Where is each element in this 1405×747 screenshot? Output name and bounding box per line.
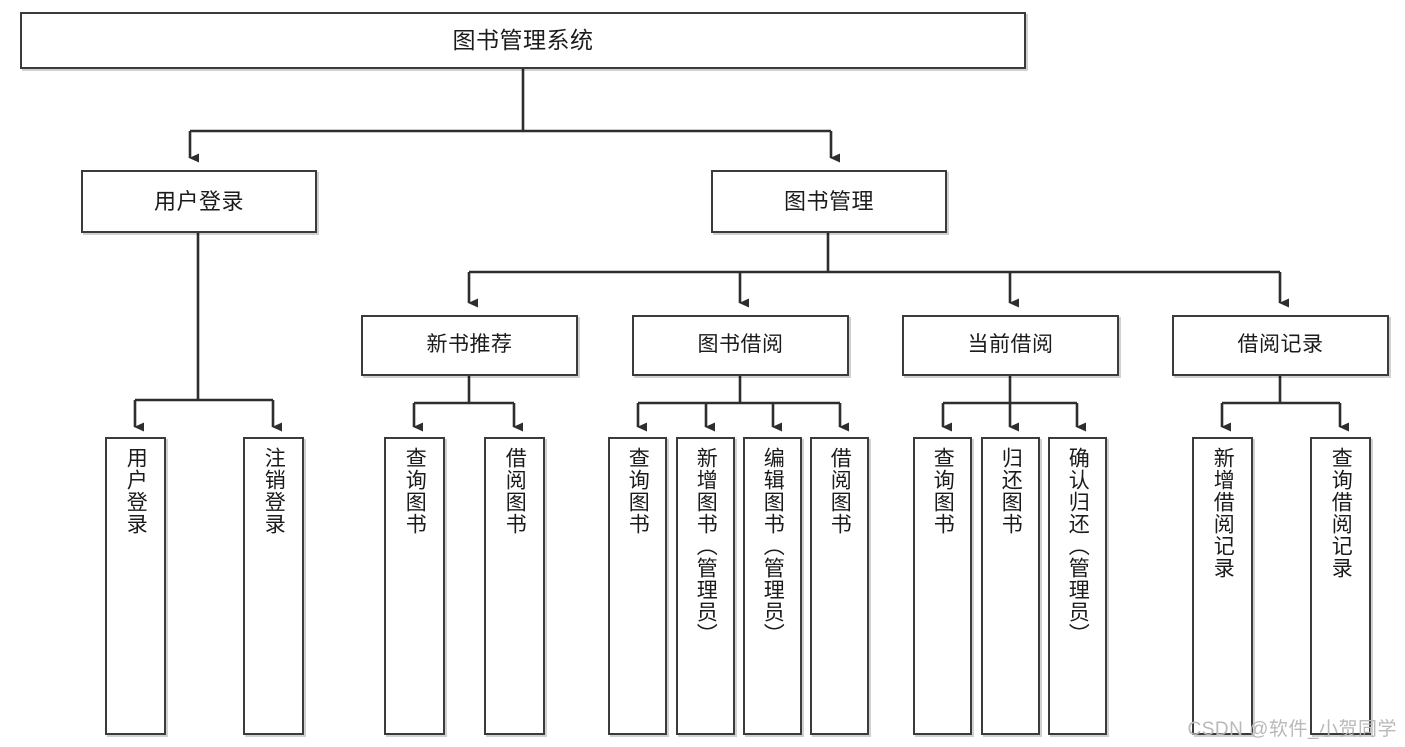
node-leaf-add-book[interactable]: 新增图书（管理员） [676, 437, 735, 735]
node-label: 查询图书 [626, 447, 650, 535]
node-label: 确认归还（管理员） [1066, 447, 1090, 645]
node-leaf-query-book-2[interactable]: 查询图书 [608, 437, 667, 735]
node-book-manage[interactable]: 图书管理 [711, 170, 947, 233]
node-label: 查询图书 [403, 447, 427, 535]
node-new-book-recommend[interactable]: 新书推荐 [361, 315, 578, 376]
node-leaf-query-book-3[interactable]: 查询图书 [913, 437, 972, 735]
node-label: 借阅图书 [503, 447, 527, 535]
node-label: 新增借阅记录 [1211, 447, 1235, 579]
node-leaf-query-book-1[interactable]: 查询图书 [384, 437, 445, 735]
node-leaf-logout-login[interactable]: 注销登录 [243, 437, 304, 735]
node-label: 当前借阅 [967, 333, 1054, 357]
node-label: 查询图书 [931, 447, 955, 535]
node-label: 注销登录 [262, 447, 286, 535]
node-label: 用户登录 [124, 447, 148, 535]
node-leaf-user-login[interactable]: 用户登录 [105, 437, 166, 735]
node-leaf-add-record[interactable]: 新增借阅记录 [1192, 437, 1253, 735]
node-label: 查询借阅记录 [1329, 447, 1353, 579]
node-label: 新增图书（管理员） [694, 447, 718, 645]
node-label: 用户登录 [153, 188, 244, 214]
node-user-login[interactable]: 用户登录 [81, 170, 317, 233]
node-label: 借阅记录 [1237, 333, 1324, 357]
node-label: 图书管理 [783, 188, 874, 214]
node-label: 图书借阅 [697, 333, 784, 357]
node-label: 图书管理系统 [452, 27, 594, 54]
node-current-borrow[interactable]: 当前借阅 [902, 315, 1119, 376]
node-root-book-management-system[interactable]: 图书管理系统 [20, 12, 1026, 69]
node-borrow-record[interactable]: 借阅记录 [1172, 315, 1389, 376]
node-label: 归还图书 [999, 447, 1023, 535]
node-leaf-edit-book[interactable]: 编辑图书（管理员） [743, 437, 802, 735]
node-leaf-borrow-book-2[interactable]: 借阅图书 [810, 437, 869, 735]
node-label: 借阅图书 [828, 447, 852, 535]
node-label: 编辑图书（管理员） [761, 447, 785, 645]
node-leaf-confirm-return[interactable]: 确认归还（管理员） [1048, 437, 1107, 735]
node-leaf-return-book[interactable]: 归还图书 [981, 437, 1040, 735]
node-leaf-query-record[interactable]: 查询借阅记录 [1310, 437, 1371, 735]
node-book-borrow[interactable]: 图书借阅 [632, 315, 849, 376]
node-label: 新书推荐 [426, 333, 513, 357]
node-leaf-borrow-book-1[interactable]: 借阅图书 [484, 437, 545, 735]
